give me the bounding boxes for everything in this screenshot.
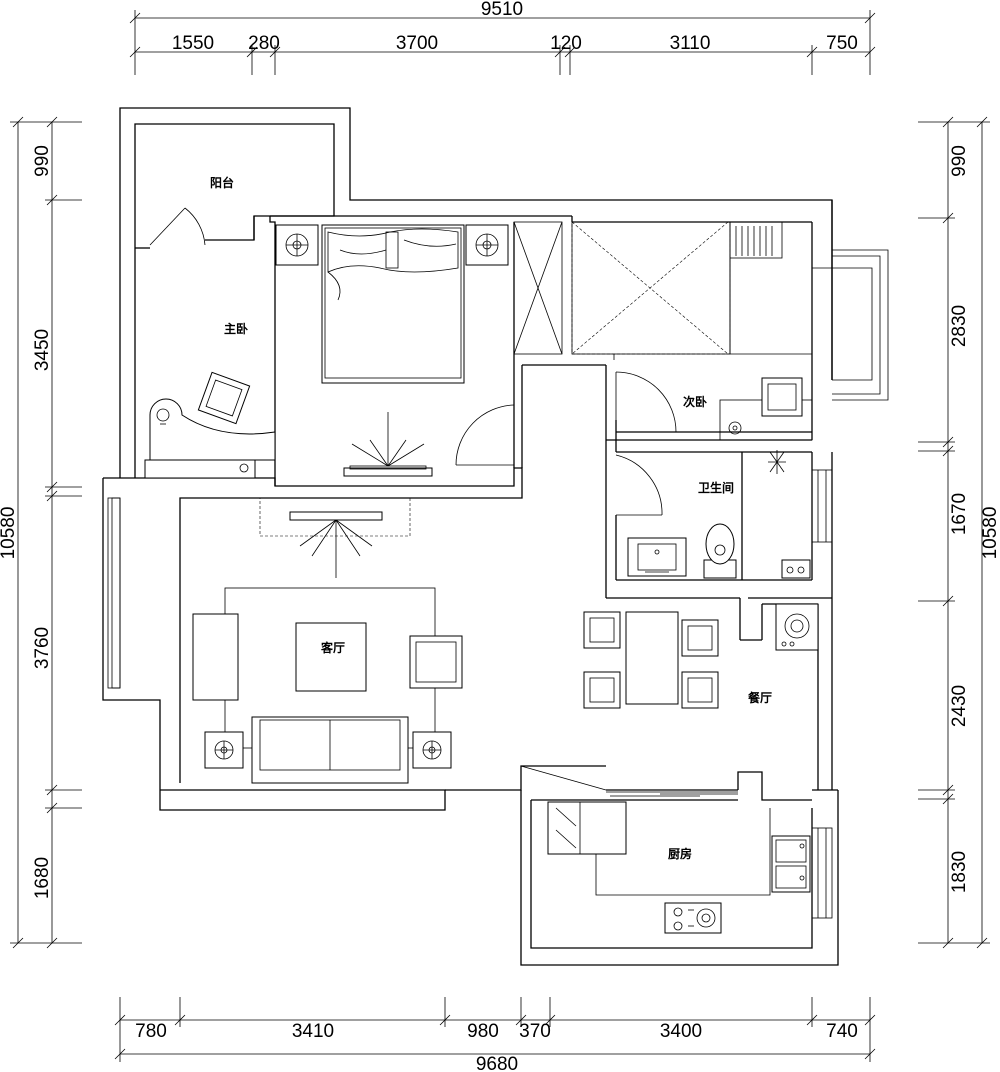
dim-left-1: 990 [32, 145, 53, 177]
dim-bottom-6: 740 [826, 1021, 858, 1042]
dim-top-3: 3700 [396, 33, 438, 54]
bottom-dimensions: 780 3410 980 370 3400 740 9680 [114, 997, 876, 1072]
dim-left-total: 10580 [0, 507, 19, 560]
dim-left-4: 1680 [32, 857, 53, 899]
label-bathroom: 卫生间 [698, 480, 734, 495]
label-kitchen: 厨房 [668, 846, 692, 861]
dim-top-6: 750 [826, 33, 858, 54]
dining-furniture [583, 603, 819, 709]
dim-right-3: 1670 [949, 493, 970, 535]
dim-right-1: 990 [949, 145, 970, 177]
label-living-room: 客厅 [320, 640, 345, 655]
dim-top-5: 3110 [670, 33, 711, 54]
dim-left-2: 3450 [32, 329, 53, 371]
kitchen-fixtures [547, 801, 811, 934]
left-dimensions: 10580 990 3450 3760 1680 [0, 116, 82, 949]
dim-top-total: 9510 [481, 0, 523, 20]
dim-left-3: 3760 [32, 627, 53, 669]
dim-bottom-1: 780 [135, 1021, 167, 1042]
dim-top-4: 120 [550, 33, 582, 54]
dim-bottom-3: 980 [467, 1021, 499, 1042]
label-second-bedroom: 次卧 [683, 394, 707, 409]
dim-bottom-4: 370 [519, 1021, 551, 1042]
bathroom-fixtures [627, 450, 811, 579]
dim-right-total: 10580 [980, 507, 1000, 560]
dim-right-5: 1830 [949, 851, 970, 893]
dim-bottom-5: 3400 [660, 1021, 702, 1042]
label-dining-room: 餐厅 [748, 690, 772, 705]
label-master-bedroom: 主卧 [224, 321, 248, 336]
second-bedroom-furniture [571, 221, 813, 441]
dim-right-2: 2830 [949, 305, 970, 347]
master-bedroom-furniture [144, 221, 563, 479]
dim-bottom-total: 9680 [476, 1054, 518, 1072]
room-labels: 阳台 主卧 次卧 卫生间 客厅 餐厅 厨房 [210, 175, 772, 861]
doors [149, 207, 677, 516]
right-dimensions: 10580 990 2830 1670 2430 1830 [918, 116, 1000, 949]
dim-top-1: 1550 [172, 33, 214, 54]
label-balcony: 阳台 [210, 175, 234, 190]
living-room-furniture [192, 497, 463, 784]
dim-top-2: 280 [248, 33, 280, 54]
dim-bottom-2: 3410 [292, 1021, 334, 1042]
top-dimensions: 9510 1550 280 3700 120 3110 750 [129, 0, 876, 75]
dim-right-4: 2430 [949, 685, 970, 727]
